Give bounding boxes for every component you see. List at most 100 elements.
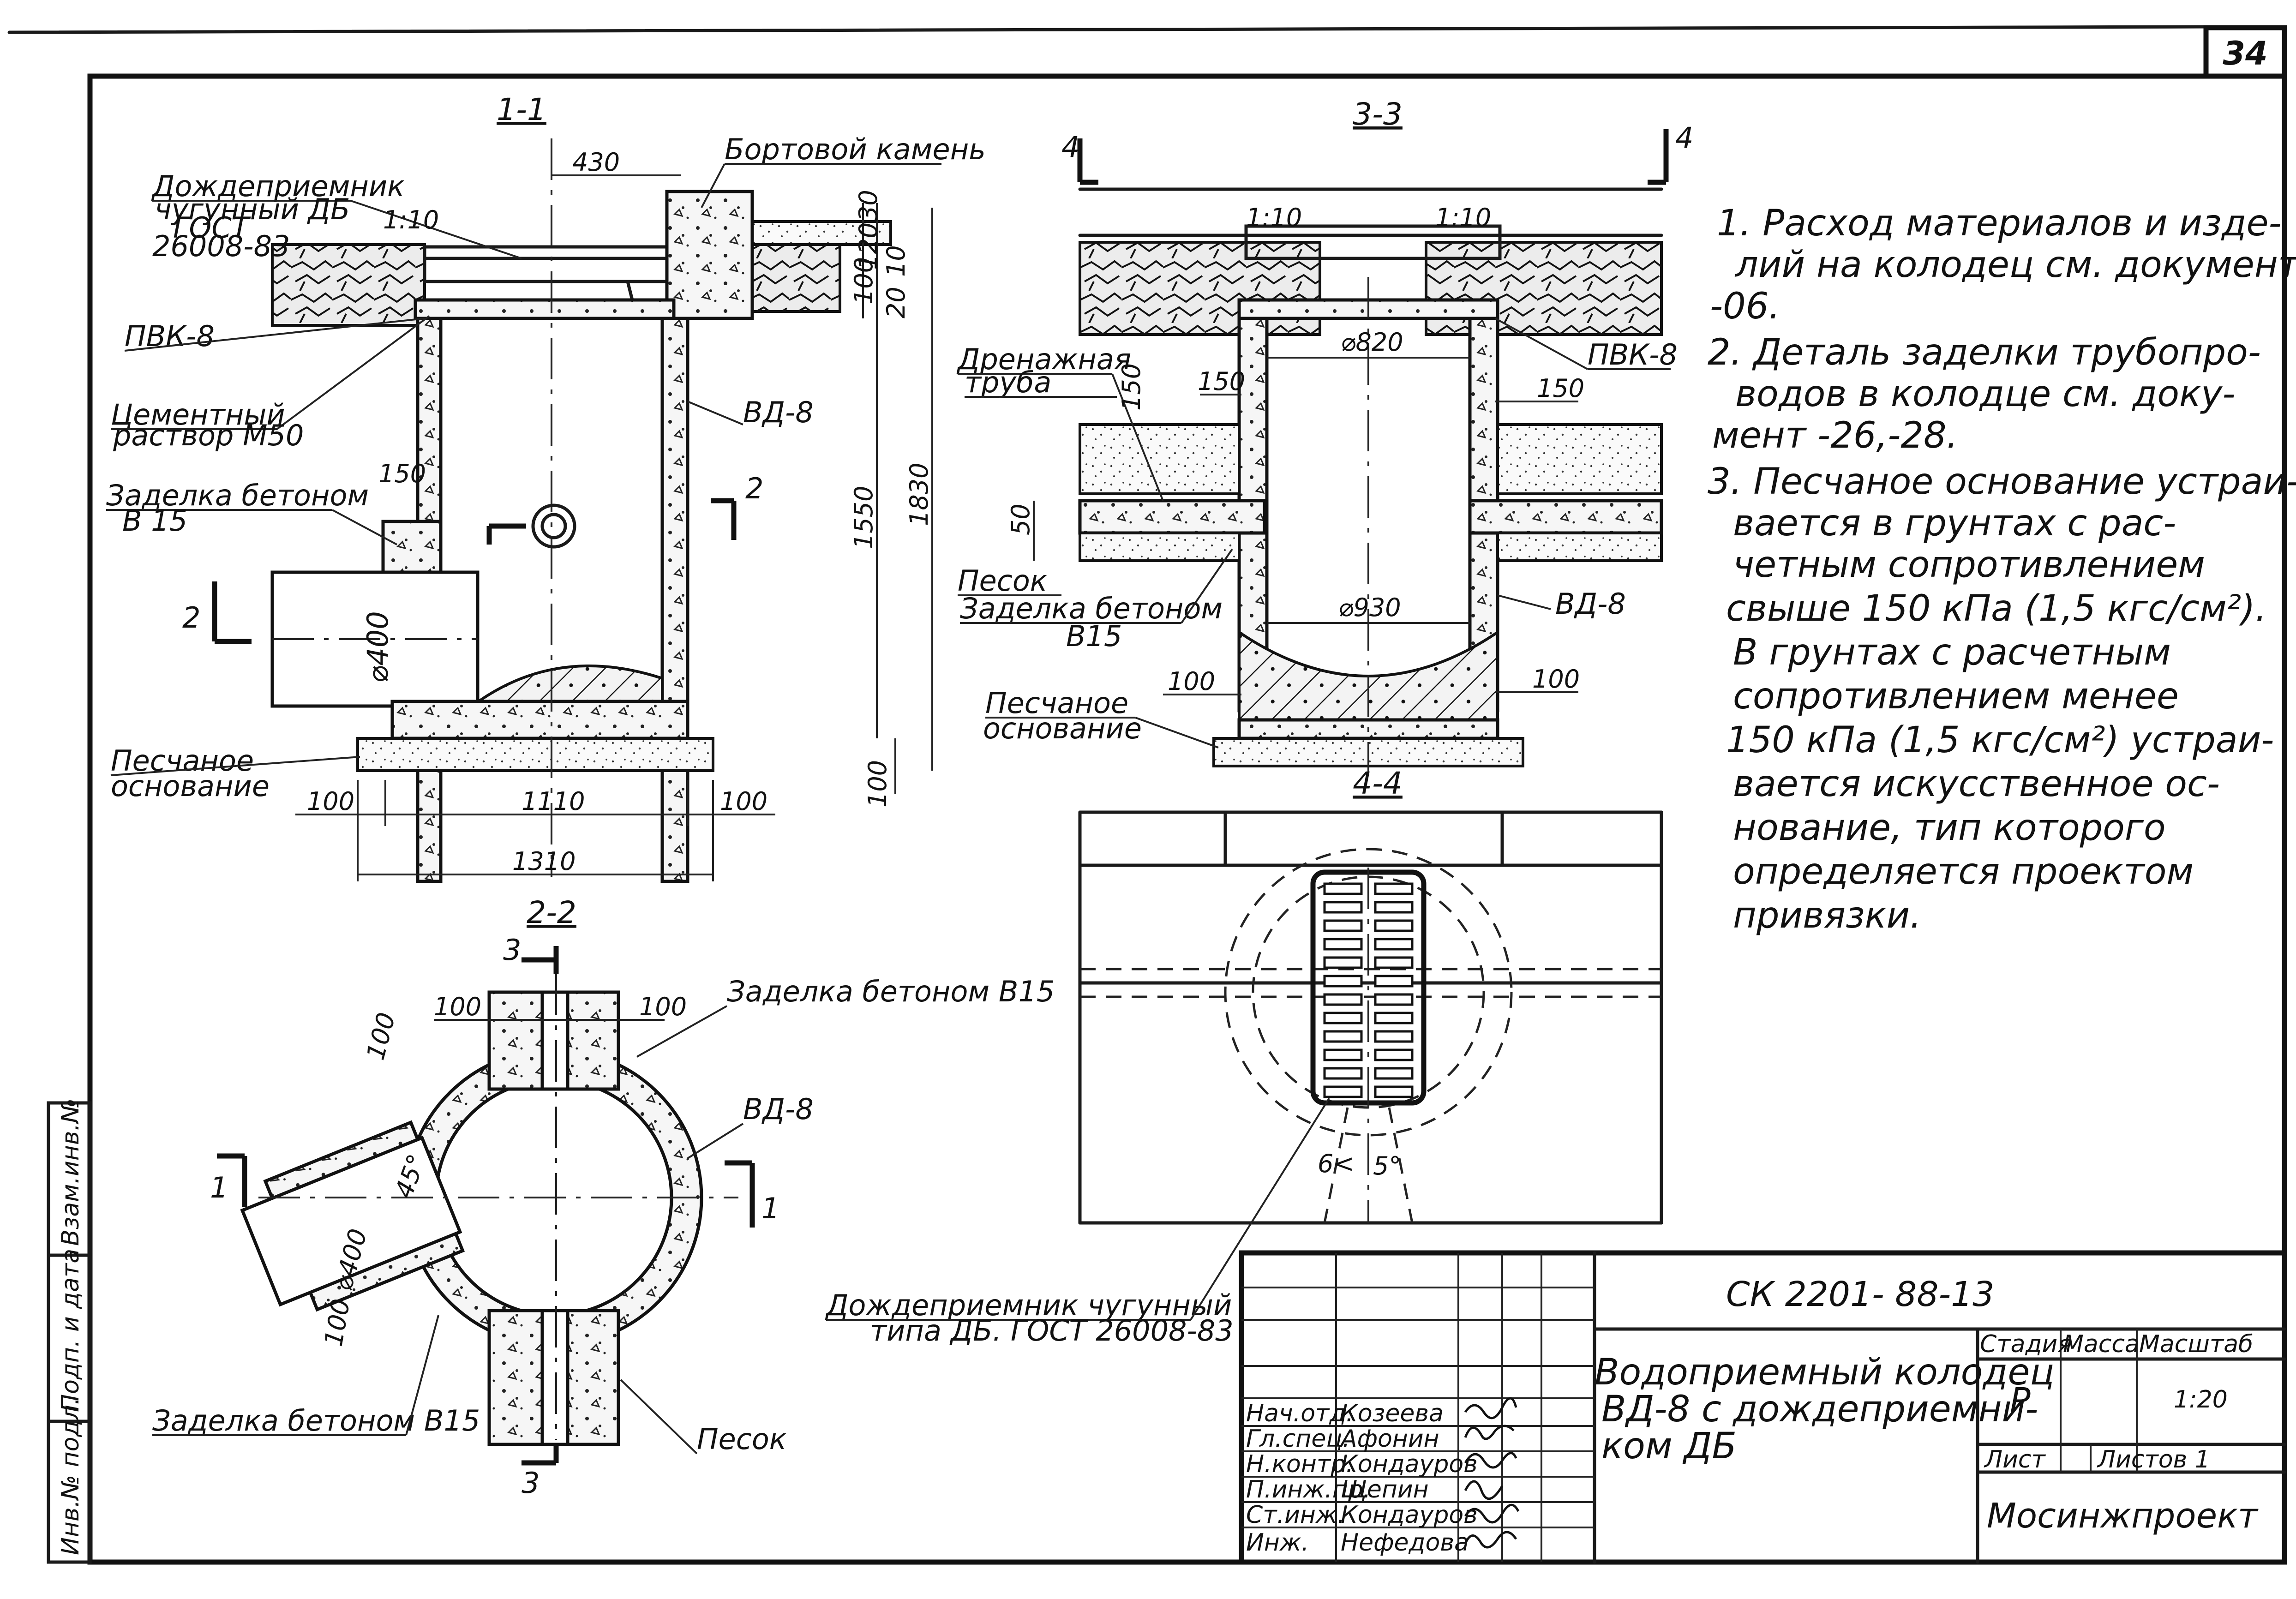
title-line: ком ДБ xyxy=(1601,1425,1737,1467)
note-line: 150 кПа (1,5 кгс/см²) устраи- xyxy=(1726,719,2274,761)
inlet-sub-label: типа ДБ. ГОСТ 26008-83 xyxy=(870,1314,1234,1347)
note-line: водов в колодце см. доку- xyxy=(1735,373,2235,415)
cut-label: 1 xyxy=(210,1171,228,1204)
signature-name: Козеева xyxy=(1341,1400,1444,1427)
section-title: 4-4 xyxy=(1353,766,1403,801)
inlet-label: Дождеприемник чугунный xyxy=(825,1288,1232,1322)
dimension: 100 xyxy=(434,992,481,1021)
asphalt-layer xyxy=(271,243,426,327)
curb-label: Бортовой камень xyxy=(725,132,986,166)
dimension: 150 xyxy=(1198,367,1245,396)
cut-label: 2 xyxy=(745,472,763,505)
signature-role: Инж. xyxy=(1246,1529,1309,1557)
drain-pipe-label: Дренажная xyxy=(956,342,1131,376)
pipe-diameter-label: ⌀400 xyxy=(361,611,395,683)
dimension: 150 xyxy=(378,459,426,488)
vd-label: ВД-8 xyxy=(743,1092,814,1126)
scale-value: 1:20 xyxy=(2174,1386,2228,1413)
stage-header: Стадия xyxy=(1980,1330,2072,1358)
seal-label: Заделка бетоном В15 xyxy=(727,975,1055,1008)
note-line: привязки. xyxy=(1733,895,1921,936)
dimension: 100 xyxy=(361,1009,402,1063)
pvk-label: ПВК-8 xyxy=(125,319,215,353)
stamp-cell: Подп. и дата xyxy=(57,1249,84,1412)
dimension: 1830 xyxy=(905,463,934,526)
note-line: нование, тип которого xyxy=(1733,807,2166,849)
inlet-pipe xyxy=(240,1135,462,1307)
cut-label: 4 xyxy=(1675,121,1693,155)
note-line: лий на колодец см. документ xyxy=(1734,244,2296,286)
concrete-seal-label: Заделка бетоном xyxy=(960,592,1223,625)
title-line: Водоприемный колодец xyxy=(1595,1352,2054,1393)
dimension: 50 xyxy=(1006,503,1035,535)
cut-label: 2 xyxy=(182,601,200,635)
signature-name: Афонин xyxy=(1339,1425,1439,1453)
section-3-3: 3-3 4 4 1:10 1:10 Дренажная труба xyxy=(956,96,1693,775)
vd-label: ВД-8 xyxy=(1555,587,1626,621)
dimension: 30 xyxy=(854,190,883,222)
asphalt-layer xyxy=(1079,241,1321,336)
section-2-2: 2-2 3 3 1 1 Заделка бетоном В15 ВД-8 Зад… xyxy=(152,895,1055,1500)
section-title: 2-2 xyxy=(527,895,576,930)
section-4-4: 4-4 6< 5° xyxy=(825,766,1663,1347)
inlet-sub-label: чугунный ДБ xyxy=(155,192,350,226)
concrete-class-label: В15 xyxy=(1066,619,1122,653)
note-line: вается в грунтах с рас- xyxy=(1733,503,2176,544)
signature-role: Нач.отд. xyxy=(1246,1400,1354,1427)
inspection-ring xyxy=(531,503,576,549)
bottom-slab xyxy=(390,700,689,740)
sand-label: Песок xyxy=(697,1422,787,1456)
note-line: свыше 150 кПа (1,5 кгс/см²). xyxy=(1726,588,2266,629)
signature-name: Нефедова xyxy=(1341,1529,1469,1557)
curb-stone xyxy=(665,190,754,320)
dimension: 100 xyxy=(1168,667,1215,696)
pipe-seal xyxy=(381,520,443,574)
note-line: 2. Деталь заделки трубопро- xyxy=(1708,332,2261,373)
sheet-frame: 34 xyxy=(7,25,2287,1565)
organization: Мосинжпроект xyxy=(1987,1496,2259,1536)
cut-label: 3 xyxy=(503,933,521,967)
section-title: 1-1 xyxy=(497,92,546,127)
sand-base-label: Песчаное xyxy=(985,686,1128,720)
title-block: СК 2201- 88-13 Водоприемный колодец ВД-8… xyxy=(1239,1250,2287,1565)
dimension: 120 xyxy=(854,222,883,270)
dimension: 100 xyxy=(863,760,892,808)
dimension: 1550 xyxy=(849,486,878,549)
soil-layer xyxy=(1496,423,1663,495)
angle-label: 5° xyxy=(1373,1151,1401,1180)
dimension: 1110 xyxy=(522,787,585,816)
cut-label: 3 xyxy=(522,1466,540,1500)
asphalt-layer xyxy=(1425,241,1663,336)
seal-label: Заделка бетоном В15 xyxy=(152,1404,480,1437)
dimension: 100 xyxy=(639,992,687,1021)
sheet-number: 34 xyxy=(2223,35,2267,72)
dimension: 100 xyxy=(720,787,767,816)
signature-role: Н.контр. xyxy=(1246,1450,1354,1478)
note-line: определяется проектом xyxy=(1733,851,2194,892)
cut-label: 4 xyxy=(1061,130,1079,164)
section-1-1: 1-1 2 2 Дождеприемник xyxy=(106,92,986,883)
angle-label: 6< xyxy=(1318,1149,1355,1178)
handwritten-signatures xyxy=(1464,1397,1520,1549)
scale-header: Масштаб xyxy=(2139,1330,2253,1358)
sheets-label: Листов 1 xyxy=(2097,1446,2210,1473)
well-outline xyxy=(1224,848,1513,1137)
concrete-seal-label: Заделка бетоном xyxy=(106,479,369,512)
asphalt-layer xyxy=(751,243,841,313)
sand-base xyxy=(356,737,714,772)
drain-pipe-sub-label: труба xyxy=(965,365,1051,399)
cut-label: 1 xyxy=(761,1192,779,1225)
slope-label: 1:10 xyxy=(1246,203,1302,232)
sheet-label: Лист xyxy=(1984,1446,2046,1473)
sand-base-sub-label: основание xyxy=(111,769,270,803)
dimension: 1310 xyxy=(512,847,575,876)
mortar-sub-label: раствор М50 xyxy=(113,419,304,452)
dimension: 150 xyxy=(1117,363,1146,411)
note-line: 3. Песчаное основание устраи- xyxy=(1708,461,2296,503)
signature-role: Гл.спец. xyxy=(1246,1425,1350,1453)
inlet-std-num: 26008-83 xyxy=(152,229,290,263)
inlet-label: Дождеприемник xyxy=(151,169,405,203)
dimension: 100 xyxy=(1532,665,1580,694)
signature-name: Щепин xyxy=(1341,1476,1429,1503)
